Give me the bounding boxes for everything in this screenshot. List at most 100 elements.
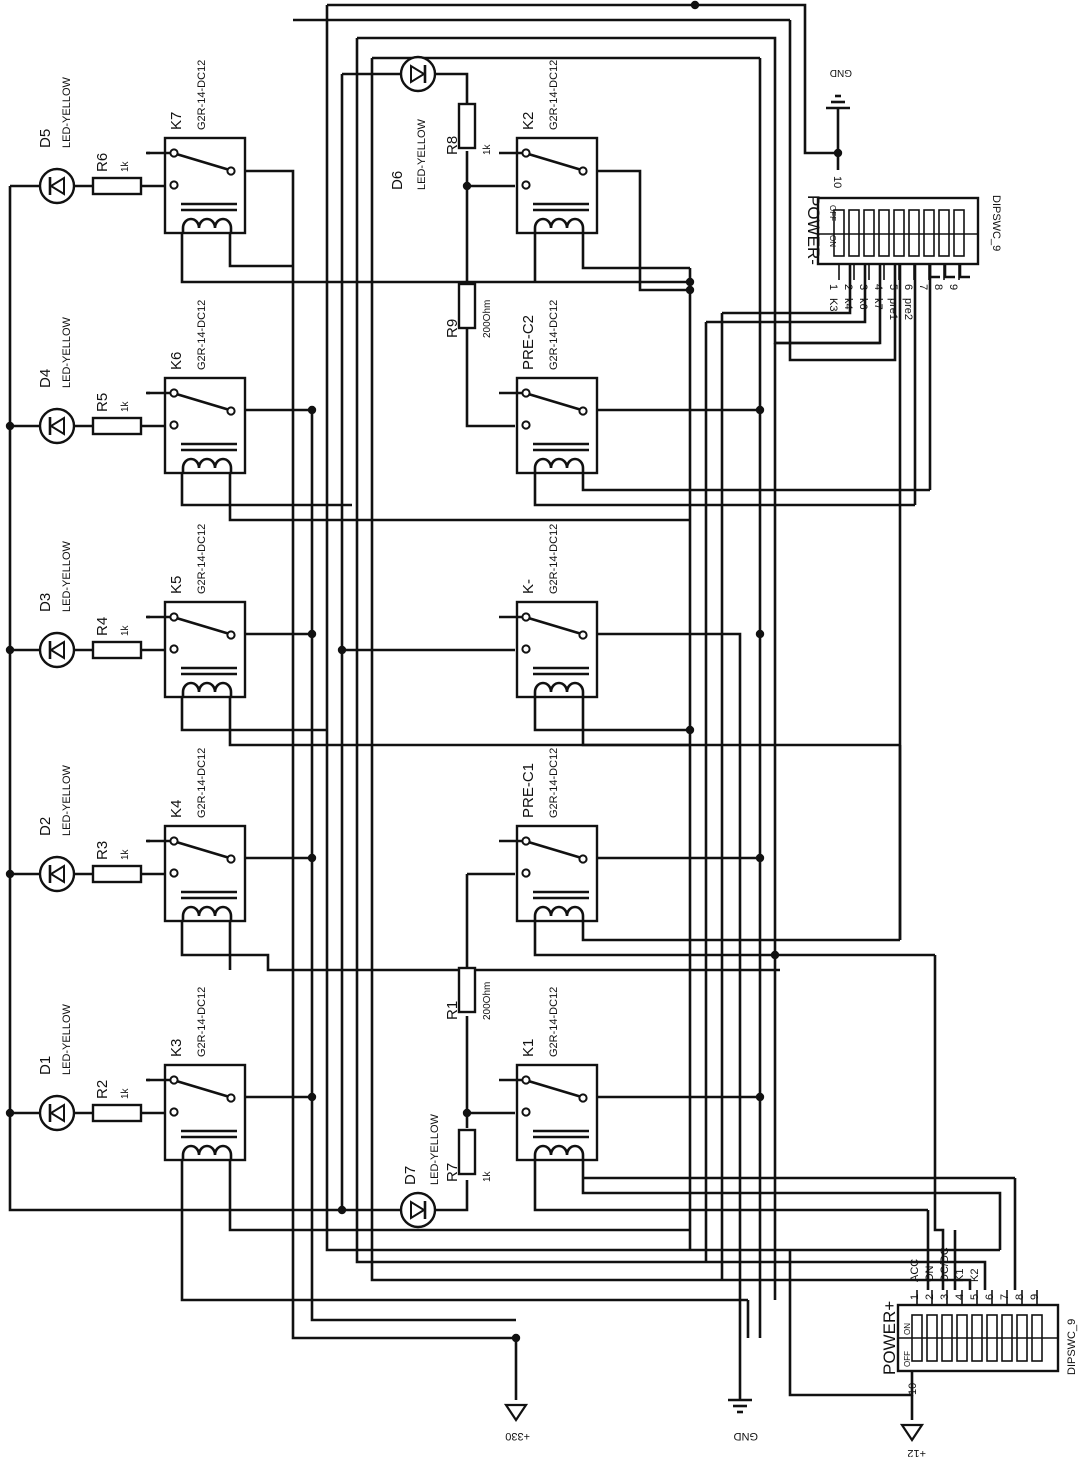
relay-ref-label: K- — [520, 579, 537, 594]
resistor-ref-label: R5 — [94, 393, 111, 412]
relay-contact-pivot — [521, 1075, 531, 1085]
ground-label: GND — [734, 1430, 759, 1442]
wire — [228, 473, 690, 522]
relay-coil — [533, 457, 585, 473]
relay-contact-no — [578, 406, 588, 416]
resistor-3 — [91, 864, 143, 884]
resistor-ref-label: R1 — [444, 1001, 461, 1020]
resistor-value-label: 1k — [120, 160, 131, 172]
dip-pin-label: pre1 — [887, 298, 899, 320]
dip-pin-number: 10 — [831, 176, 843, 188]
wire — [465, 328, 515, 428]
wire — [581, 1160, 1002, 1250]
wire — [533, 473, 915, 507]
relay-contact-nc — [521, 644, 531, 654]
wire — [533, 1160, 690, 1212]
relay-6 — [499, 376, 599, 475]
relay-model-label: G2R-14-DC12 — [196, 987, 208, 1057]
dip-toggle — [953, 209, 965, 257]
relay-contact-nc — [521, 1107, 531, 1117]
relay-contact-pivot — [169, 148, 179, 158]
junction-dot — [685, 277, 695, 287]
dip-switch-power-plus — [896, 1290, 1060, 1373]
resistor-value-label: 1k — [482, 1170, 493, 1182]
wire — [722, 1278, 972, 1290]
led-3 — [38, 855, 76, 893]
wire — [581, 233, 690, 270]
wire — [180, 697, 327, 732]
led-triangle — [49, 640, 65, 660]
resistor-value-label: 1k — [120, 400, 131, 412]
dip-pin-number: 1 — [827, 284, 839, 290]
relay-0 — [147, 136, 247, 235]
dip-pin-label: DC/DC — [939, 1247, 951, 1282]
relay-contact-pivot — [169, 388, 179, 398]
resistor-value-label: 1k — [120, 1087, 131, 1099]
led-ref-label: D4 — [37, 369, 54, 388]
relay-2 — [147, 600, 247, 699]
led-triangle — [410, 1200, 426, 1220]
supply-label: +12 — [907, 1447, 926, 1457]
relay-4 — [147, 1063, 247, 1162]
led-triangle — [49, 1103, 65, 1123]
dip-title: POWER+ — [880, 1301, 899, 1375]
dip-switch-power-minus — [816, 196, 980, 280]
relay-contact-pivot — [521, 148, 531, 158]
dip-toggle — [893, 209, 905, 257]
dip-pin-number: 4 — [872, 284, 884, 290]
dip-pin-number: 5 — [969, 1294, 981, 1300]
resistor-value-label: 200Ohm — [482, 982, 493, 1020]
relay-8 — [499, 824, 599, 923]
relay-ref-label: K2 — [520, 112, 537, 130]
wire — [595, 632, 742, 1370]
junction-dot — [511, 1333, 521, 1343]
relay-contact-nc — [521, 868, 531, 878]
relay-contact-no — [226, 854, 236, 864]
dip-pin-number: 6 — [984, 1294, 996, 1300]
wire — [357, 36, 880, 345]
wire — [434, 72, 469, 104]
wire — [355, 38, 706, 1264]
wire — [238, 169, 516, 1340]
relay-ref-label: K6 — [168, 352, 185, 370]
relay-ref-label: K5 — [168, 576, 185, 594]
dip-pin-number: 3 — [939, 1294, 951, 1300]
relay-model-label: G2R-14-DC12 — [548, 987, 560, 1057]
relay-contact-pivot — [521, 612, 531, 622]
resistor-ref-label: R7 — [444, 1163, 461, 1182]
wire — [595, 169, 690, 292]
dip-pin-number: 1 — [909, 1294, 921, 1300]
resistor-8 — [457, 1128, 477, 1176]
relay-contact-no — [578, 1093, 588, 1103]
wire — [180, 1160, 748, 1302]
relay-contact-no — [226, 1093, 236, 1103]
supply-label: +330 — [505, 1430, 530, 1442]
wire — [706, 1260, 987, 1290]
resistor-value-label: 1k — [120, 624, 131, 636]
junction-dot — [755, 629, 765, 639]
wire — [327, 3, 838, 155]
led-triangle — [49, 176, 65, 196]
led-type-label: LED-YELLOW — [61, 764, 73, 836]
relay-coil — [181, 1144, 233, 1160]
relay-contact-no — [578, 166, 588, 176]
dip-pin-number: 7 — [917, 284, 929, 290]
dip-pin-label: k4 — [842, 298, 854, 310]
led-4 — [38, 1094, 76, 1132]
relay-contact-nc — [169, 1107, 179, 1117]
dip-on-label: ON — [828, 235, 837, 247]
led-ref-label: D7 — [402, 1166, 419, 1185]
dip-pin-number: 8 — [1014, 1294, 1026, 1300]
dip-part: DIPSWC_9 — [1066, 1319, 1078, 1375]
relay-model-label: G2R-14-DC12 — [548, 60, 560, 130]
relay-contact-arm — [172, 1078, 234, 1100]
dip-toggle — [833, 209, 845, 257]
wire — [958, 262, 970, 279]
relay-coil — [181, 457, 233, 473]
relay-contact-no — [226, 166, 236, 176]
relay-contact-no — [226, 406, 236, 416]
resistor-4 — [91, 1103, 143, 1123]
dip-toggle — [848, 209, 860, 257]
dip-pin-label: K1 — [954, 1269, 966, 1282]
dip-pin-number: 9 — [947, 284, 959, 290]
